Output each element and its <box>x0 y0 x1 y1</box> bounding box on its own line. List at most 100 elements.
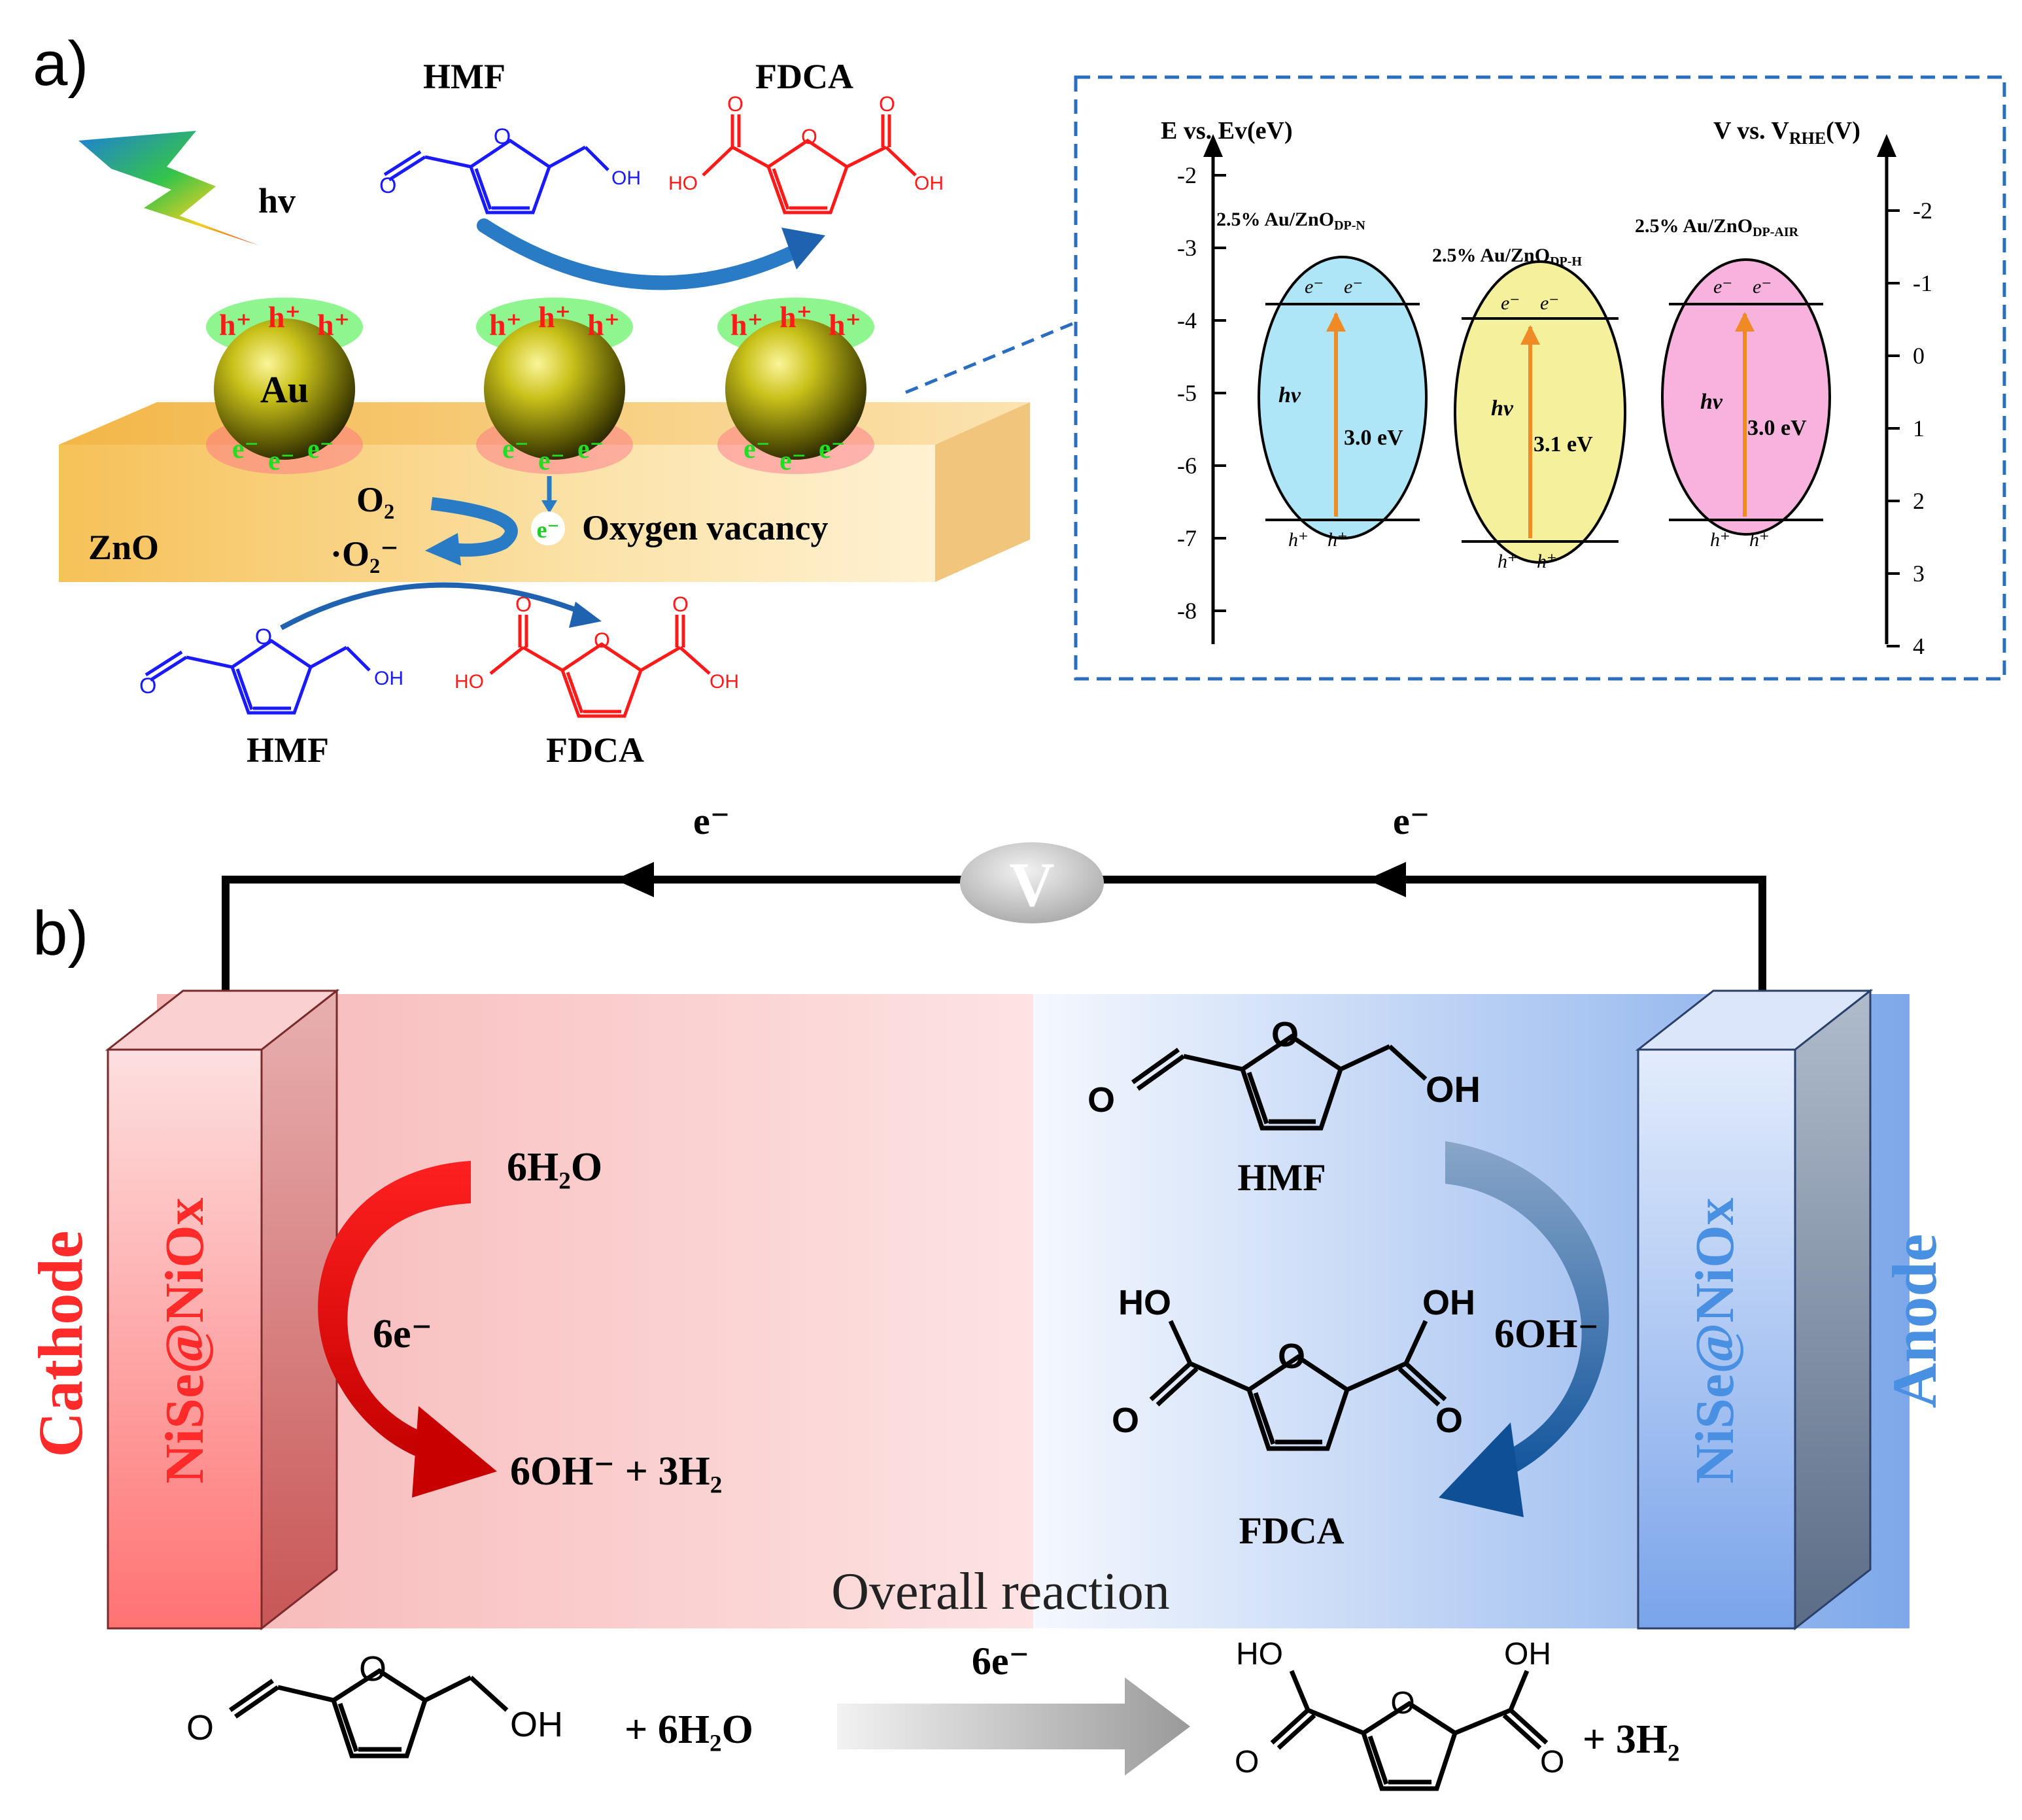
bottom-fdca-molecule <box>489 615 711 718</box>
top-hmf-ring-o: O <box>494 124 511 149</box>
band-1-e-a: e⁻ <box>1305 276 1324 298</box>
bottom-reaction-arrow <box>280 582 590 630</box>
top-fdca-o-left: O <box>727 92 744 116</box>
band-right-axis-title: V vs. VRHE(V) <box>1713 117 1860 148</box>
sample-1-label: 2.5% Au/ZnODP-N <box>1216 209 1365 233</box>
hole-2b: h⁺ <box>538 300 571 334</box>
band-right-tick-label: 1 <box>1913 415 1925 441</box>
cathode-electrons: 6e⁻ <box>373 1312 432 1356</box>
cell-hmf-oh: OH <box>1426 1069 1481 1110</box>
anode-material-label: NiSe@NiOx <box>1685 1197 1745 1483</box>
cell-fdca-molecule <box>1149 1320 1447 1451</box>
band-2-h-b: h⁺ <box>1537 551 1557 572</box>
overall-arrow-label: 6e⁻ <box>972 1640 1029 1683</box>
cell-fdca-o-right: O <box>1435 1401 1463 1440</box>
band-1-gap: 3.0 eV <box>1344 426 1403 450</box>
overall-hmf-molecule <box>229 1668 509 1759</box>
hole-1b: h⁺ <box>268 300 301 334</box>
hole-3c: h⁺ <box>829 308 861 341</box>
electron-1b: e⁻ <box>268 446 295 476</box>
top-reaction-arrowhead <box>781 228 825 269</box>
band-left-tick-label: -4 <box>1177 307 1197 334</box>
oxygen-vacancy-label: Oxygen vacancy <box>582 508 828 547</box>
top-fdca-o-right: O <box>879 92 895 116</box>
bottom-fdca-ho: HO <box>454 671 484 693</box>
anode-label: Anode <box>1879 1234 1949 1409</box>
overall-reaction-title: Overall reaction <box>831 1563 1170 1621</box>
sample-3-label: 2.5% Au/ZnODP-AIR <box>1635 215 1799 239</box>
band-1-e-b: e⁻ <box>1344 276 1363 298</box>
au-particle-3 <box>717 298 874 474</box>
band-right-tick-label: 3 <box>1913 560 1925 587</box>
panel-a-label: a) <box>33 29 88 99</box>
top-fdca-label: FDCA <box>755 57 853 96</box>
superoxide-arrow <box>430 497 518 557</box>
top-fdca-molecule <box>702 114 917 215</box>
electron-2a: e⁻ <box>502 434 529 464</box>
cell-hmf-molecule <box>1131 1033 1428 1131</box>
anode-hydroxide: 6OH⁻ <box>1494 1312 1599 1356</box>
cathode-products: 6OH⁻ + 3H₂ <box>510 1449 722 1494</box>
cell-fdca-ho: HO <box>1118 1283 1171 1322</box>
band-2-gap: 3.1 eV <box>1534 432 1593 456</box>
cathode-water: 6H₂O <box>507 1145 602 1190</box>
overall-fdca-oh: OH <box>1504 1637 1551 1672</box>
bottom-hmf-oh: OH <box>374 668 403 689</box>
overall-plus-h2: + 3H₂ <box>1583 1717 1680 1762</box>
band-right-tick-label: -1 <box>1913 270 1932 296</box>
electron-3b: e⁻ <box>780 446 806 476</box>
cell-fdca-oh: OH <box>1422 1283 1475 1322</box>
au-particle-2 <box>476 298 633 474</box>
wire-arrow-right <box>1367 862 1406 897</box>
cathode-material-label: NiSe@NiOx <box>154 1197 215 1483</box>
band-1-h-a: h⁺ <box>1288 529 1309 551</box>
wire-electron-left: e⁻ <box>693 800 730 842</box>
superoxide-arrowhead <box>425 533 461 566</box>
hole-1c: h⁺ <box>317 308 350 341</box>
band-right-axis-arrowhead <box>1877 134 1896 157</box>
band-right-tick-label: -2 <box>1913 197 1932 224</box>
top-hmf-oh: OH <box>611 167 641 189</box>
electron-2b: e⁻ <box>538 446 565 476</box>
top-hmf-label: HMF <box>423 57 506 96</box>
light-label: hv <box>258 181 296 220</box>
anode-reaction-arrow <box>1445 1141 1609 1481</box>
superoxide-label: ·O₂⁻ <box>330 534 399 574</box>
band-3-e-a: e⁻ <box>1713 276 1732 298</box>
zno-slab-side <box>935 402 1030 582</box>
vacancy-site <box>531 511 565 545</box>
overall-fdca-o-left: O <box>1235 1745 1259 1779</box>
overall-hmf-oh: OH <box>510 1705 563 1744</box>
cell-hmf-ring-o: O <box>1271 1015 1299 1054</box>
band-inset-frame <box>1074 75 2006 681</box>
band-left-tick-label: -8 <box>1177 598 1197 624</box>
overall-fdca-ring-o: O <box>1390 1686 1414 1721</box>
au-label: Au <box>260 368 309 411</box>
electron-1a: e⁻ <box>232 434 259 464</box>
wire-arrow-left <box>615 862 654 897</box>
top-hmf-o: O <box>379 173 396 198</box>
band-3-gap: 3.0 eV <box>1747 416 1807 440</box>
bottom-fdca-label: FDCA <box>546 730 644 770</box>
band-2-e-b: e⁻ <box>1540 292 1559 314</box>
band-ellipse-3 <box>1661 258 1831 536</box>
bottom-reaction-arrowhead <box>569 602 602 628</box>
band-2-e-a: e⁻ <box>1501 292 1520 314</box>
vacancy-electron: e⁻ <box>537 517 560 543</box>
band-ellipse-1 <box>1258 256 1428 540</box>
anode-front-face <box>1637 1048 1796 1630</box>
voltmeter <box>960 842 1104 923</box>
band-left-axis-arrowhead <box>1203 134 1223 157</box>
band-left-tick-label: -6 <box>1177 453 1197 479</box>
overall-hmf-ring-o: O <box>359 1649 386 1689</box>
band-2-h-a: h⁺ <box>1498 551 1518 572</box>
zno-label: ZnO <box>88 528 159 567</box>
panel-b-label: b) <box>33 899 88 969</box>
band-1-h-b: h⁺ <box>1328 529 1348 551</box>
overall-plus-water: + 6H₂O <box>625 1708 753 1752</box>
band-2-hv: hv <box>1491 396 1514 421</box>
band-left-tick-label: -7 <box>1177 525 1197 551</box>
band-left-ticks: -2-3-4-5-6-7-8 <box>1177 162 1226 624</box>
